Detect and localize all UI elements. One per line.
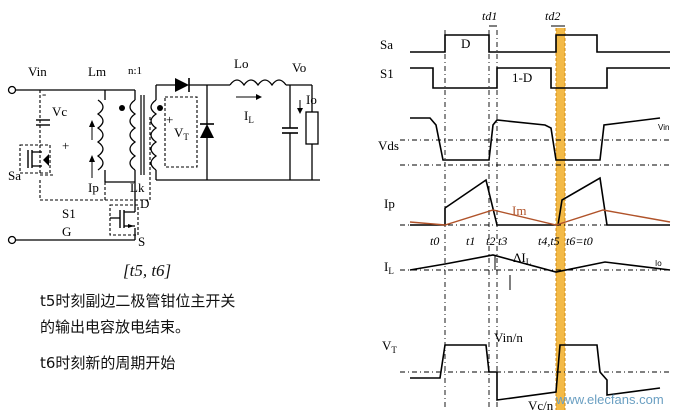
label-plus-vc: +	[62, 138, 69, 153]
label-t6t0: t6=t0	[566, 234, 593, 248]
lm-inductor	[96, 99, 104, 171]
sa-waveform	[410, 34, 670, 53]
label-vo: Vo	[292, 60, 306, 75]
label-duty-1d: 1-D	[512, 70, 532, 85]
label-td2: td2	[545, 9, 560, 23]
caption-line-2: 的输出电容放电结束。	[40, 318, 191, 336]
rectifier-diode	[175, 78, 189, 92]
label-s1: S1	[62, 206, 76, 221]
label-td1: td1	[482, 9, 497, 23]
label-vin: Vin	[28, 64, 47, 79]
caption-interval: [t5, t6]	[123, 261, 172, 280]
row-label-vt: VT	[382, 338, 397, 355]
label-vc-n: Vc/n	[528, 398, 554, 413]
row-label-il: IL	[384, 259, 394, 276]
load-resistor	[305, 111, 319, 145]
caption-line-3: t6时刻新的周期开始	[40, 354, 176, 372]
lo-inductor	[229, 79, 287, 87]
label-vc: Vc	[52, 104, 67, 119]
watermark: www.elecfans.com	[555, 392, 664, 407]
il-waveform	[409, 254, 671, 273]
vin-terminal-top	[7, 85, 17, 95]
caption-line-1: t5时刻副边二极管钳位主开关	[40, 292, 236, 310]
label-lk: Lk	[130, 180, 145, 195]
secondary-winding	[150, 99, 158, 171]
label-t3: t3	[498, 234, 507, 248]
label-t2: t2	[486, 234, 495, 248]
row-label-ip: Ip	[384, 196, 395, 211]
label-delta-il: ΔIL	[513, 250, 531, 267]
label-vt: VT	[174, 125, 189, 142]
label-t1: t1	[466, 234, 475, 248]
label-duty-d: D	[461, 36, 470, 51]
ip-waveform	[410, 176, 670, 226]
primary-winding	[129, 99, 137, 171]
label-ip: Ip	[88, 180, 99, 195]
row-label-vds: Vds	[378, 138, 399, 153]
label-g: G	[62, 224, 71, 239]
label-plus-vt: +	[166, 112, 173, 127]
label-s: S	[138, 234, 145, 249]
row-label-sa: Sa	[380, 37, 393, 52]
label-t4t5: t4,t5	[538, 234, 560, 248]
label-t0: t0	[430, 234, 439, 248]
label-lm: Lm	[88, 64, 106, 79]
s1-waveform	[410, 67, 670, 89]
im-curve	[409, 209, 671, 226]
label-sa: Sa	[8, 168, 21, 183]
label-ratio: n:1	[128, 65, 142, 77]
vt-waveform	[410, 344, 661, 401]
timing-diagram: Sa S1 Vds Ip IL VT D 1-D td1 td2 Vin Im …	[378, 9, 671, 413]
label-im: Im	[512, 203, 526, 218]
label-minus-vc: -	[42, 86, 46, 101]
vds-waveform	[410, 117, 661, 161]
row-label-s1: S1	[380, 66, 394, 81]
label-io: Io	[655, 259, 662, 268]
vin-terminal-bottom	[7, 235, 17, 245]
label-vin-small: Vin	[658, 123, 669, 132]
label-il: IL	[244, 108, 254, 125]
label-d: D	[140, 196, 149, 211]
freewheel-diode	[200, 124, 214, 138]
label-io: Io	[306, 92, 317, 107]
td2-highlight-band	[556, 28, 565, 410]
label-lo: Lo	[234, 56, 248, 71]
circuit-schematic: Vin Lm n:1 Lo Vo Io Vc Sa VT IL Ip Lk S1…	[7, 56, 320, 249]
label-vin-n: Vin/n	[494, 330, 523, 345]
